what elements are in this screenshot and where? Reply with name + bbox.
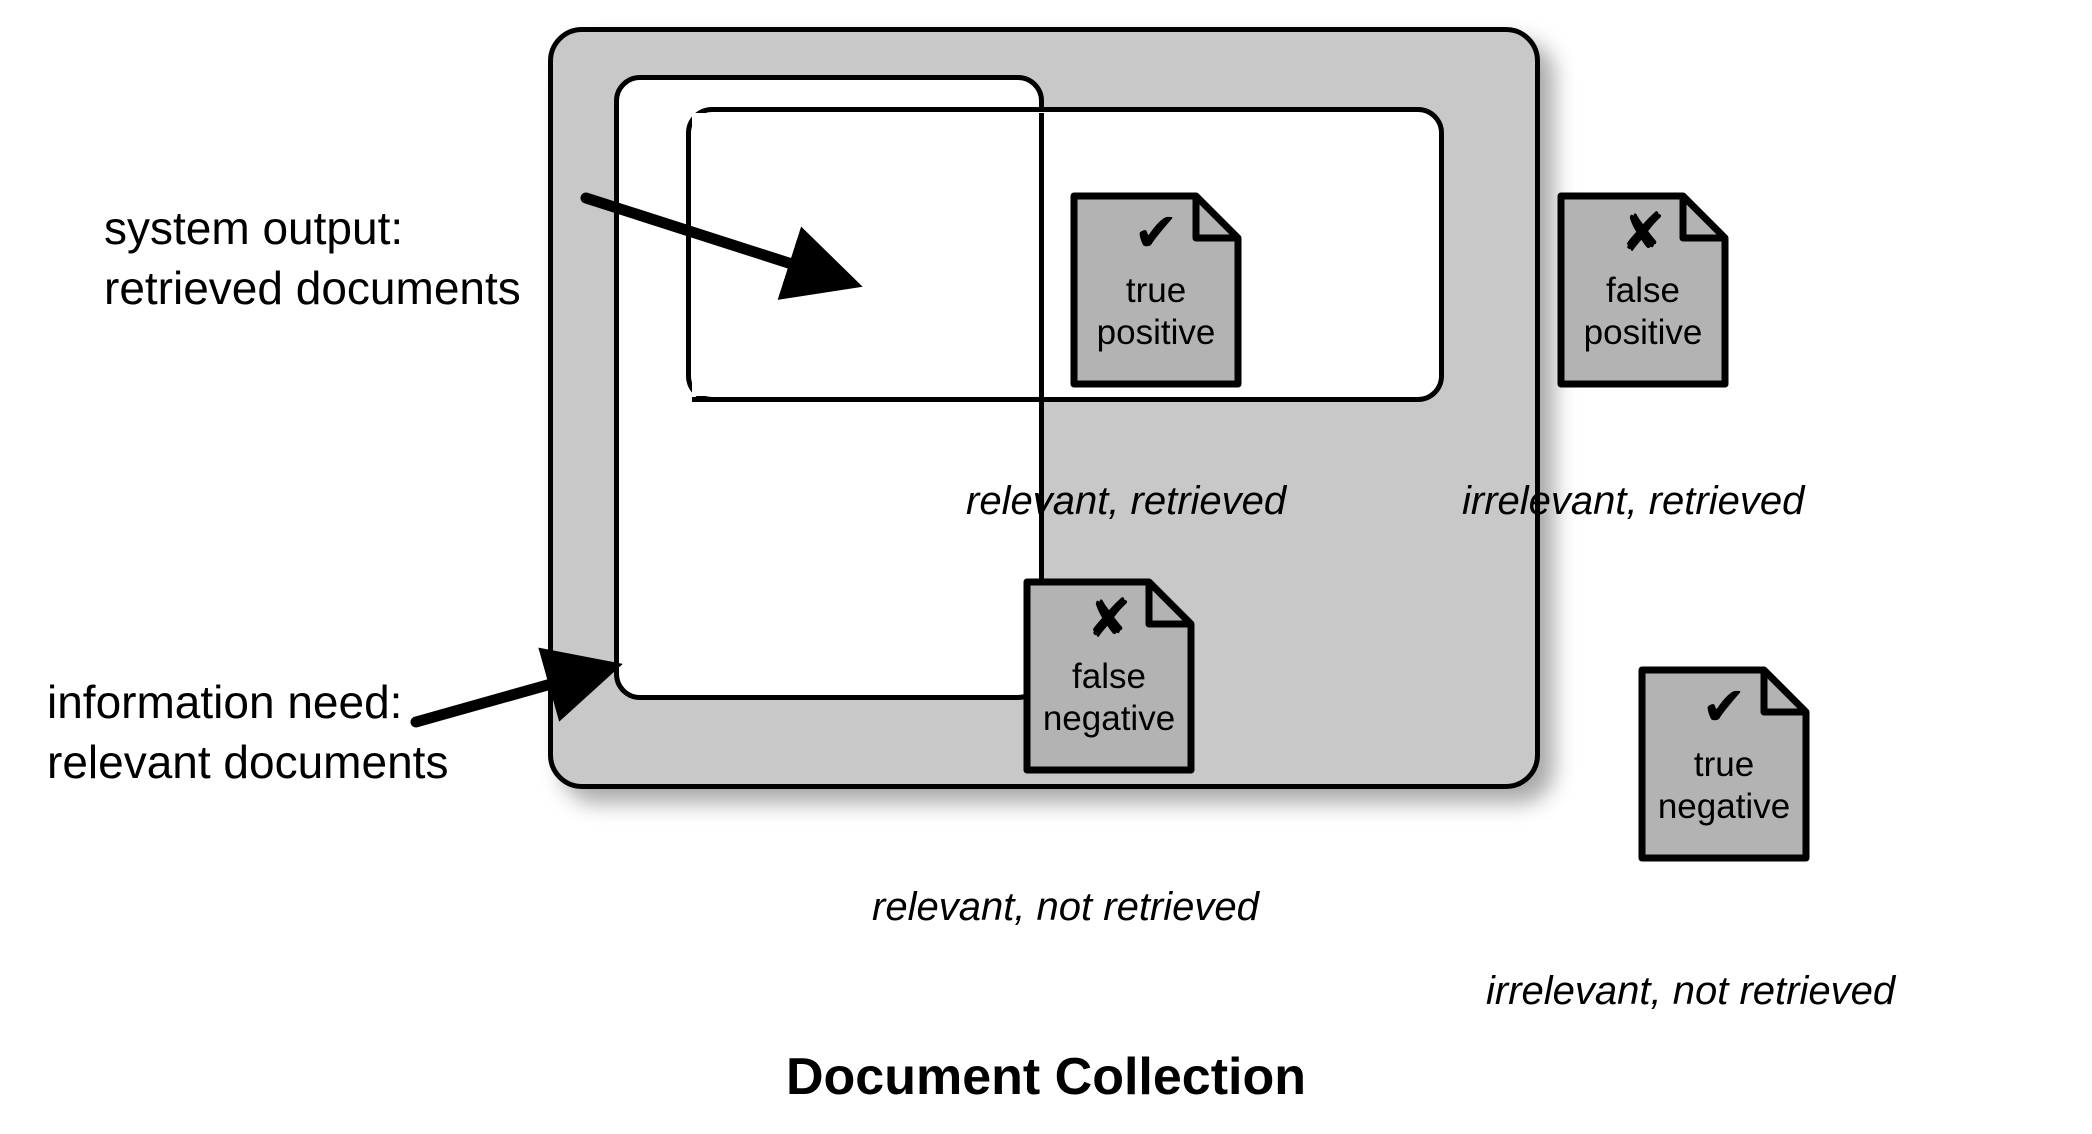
quadrant-caption-irrelevant-retrieved: irrelevant, retrieved [1462,479,1805,523]
page-title: Document Collection [785,1048,1307,1106]
document-label-true-positive: true positive [1096,271,1216,352]
annotation-information-need-line1: information need: [47,676,403,728]
arrow-information-need [410,647,623,728]
document-label-false-negative: false negative [1042,657,1176,738]
quadrant-caption-relevant-retrieved: relevant, retrieved [966,479,1287,523]
quadrant-caption-irrelevant-not-retrieved: irrelevant, not retrieved [1486,969,1896,1013]
set-intersection-vertical-edge [1039,113,1044,403]
document-label-true-negative: true negative [1657,745,1791,826]
annotation-system-output-line2: retrieved documents [104,262,521,314]
x-mark-icon: ✘ [1086,587,1132,650]
set-intersection-horizontal-edge [692,397,1044,402]
document-icon-false-positive: ✘ false positive [1557,192,1729,388]
annotation-information-need: information need: relevant documents [47,672,448,792]
annotation-system-output: system output: retrieved documents [104,198,521,318]
document-icon-true-negative: ✔ true negative [1638,666,1810,862]
annotation-information-need-line2: relevant documents [47,736,449,788]
annotation-system-output-line1: system output: [104,202,404,254]
document-icon-true-positive: ✔ true positive [1070,192,1242,388]
check-mark-icon: ✔ [1701,675,1747,738]
document-icon-false-negative: ✘ false negative [1023,578,1195,774]
arrow-system-output [580,192,863,300]
x-mark-icon: ✘ [1620,201,1666,264]
document-label-false-positive: false positive [1583,271,1703,352]
quadrant-caption-relevant-not-retrieved: relevant, not retrieved [872,885,1259,929]
check-mark-icon: ✔ [1133,201,1179,264]
